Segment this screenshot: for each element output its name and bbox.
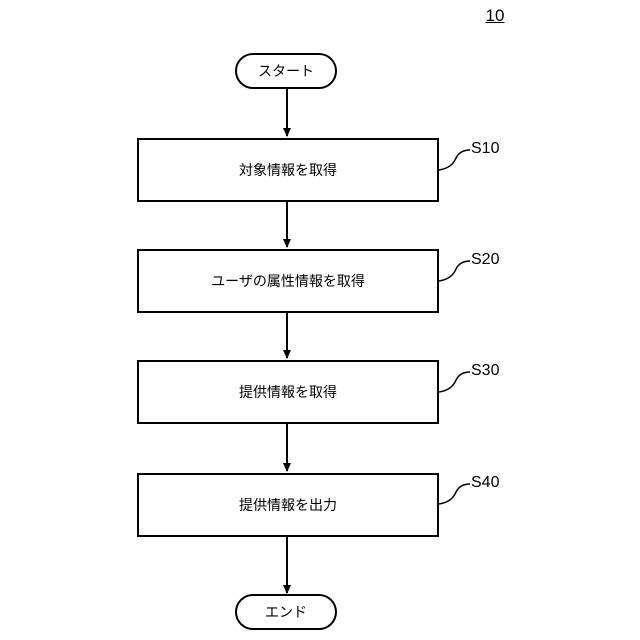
- step-text-s30: 提供情報を取得: [239, 382, 337, 402]
- figure-number: 10: [480, 6, 510, 26]
- end-terminal: エンド: [235, 594, 337, 630]
- step-text-s20: ユーザの属性情報を取得: [211, 271, 365, 291]
- leader-line-s10: [439, 150, 470, 170]
- step-box-s20: ユーザの属性情報を取得: [137, 249, 439, 313]
- end-label: エンド: [265, 602, 307, 622]
- start-label: スタート: [258, 61, 314, 81]
- step-box-s30: 提供情報を取得: [137, 360, 439, 424]
- step-id-s30: S30: [471, 362, 499, 380]
- step-id-s40: S40: [471, 474, 499, 492]
- start-terminal: スタート: [235, 53, 337, 89]
- step-text-s10: 対象情報を取得: [239, 160, 337, 180]
- step-id-s20: S20: [471, 251, 499, 269]
- leader-line-s20: [439, 261, 470, 281]
- step-text-s40: 提供情報を出力: [239, 495, 337, 515]
- step-box-s10: 対象情報を取得: [137, 138, 439, 202]
- step-box-s40: 提供情報を出力: [137, 473, 439, 537]
- leader-line-s40: [439, 484, 470, 504]
- step-id-s10: S10: [471, 140, 499, 158]
- leader-line-s30: [439, 372, 470, 392]
